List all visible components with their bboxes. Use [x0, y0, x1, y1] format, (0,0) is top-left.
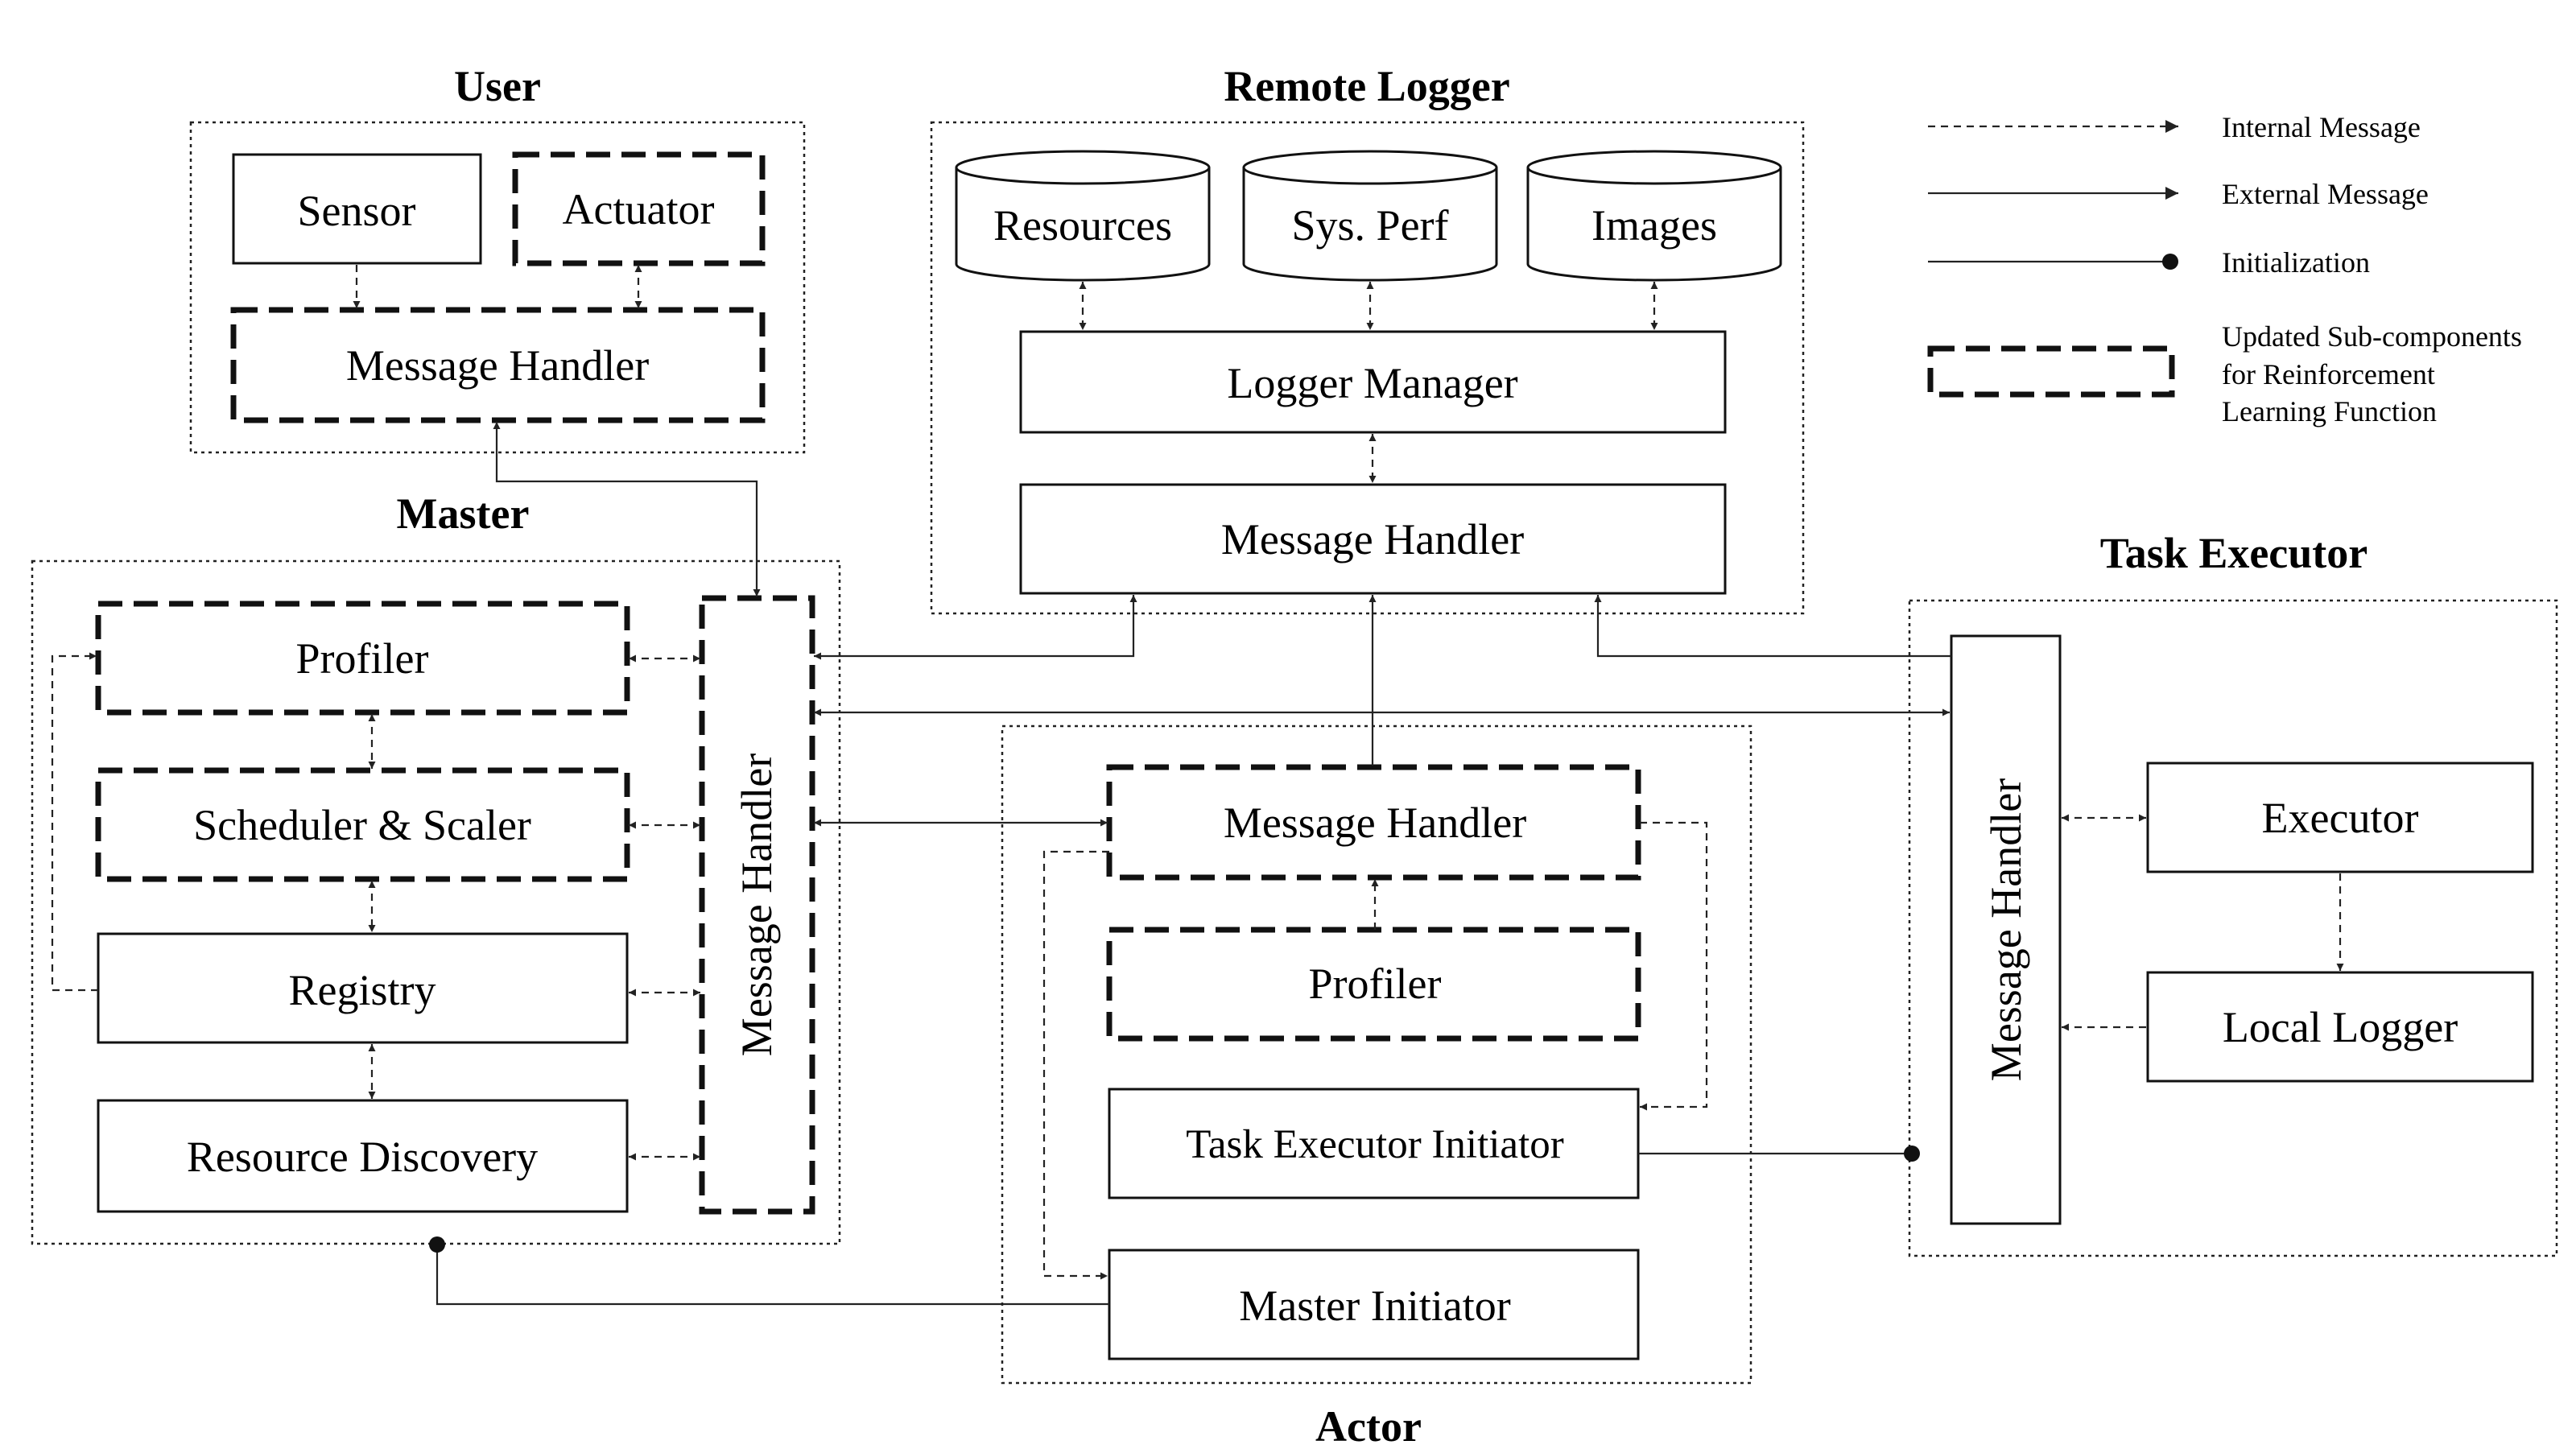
actor-profiler-box [1106, 927, 1641, 1042]
sensor-label: Sensor [298, 187, 416, 235]
user-master-external-message-line [493, 422, 761, 597]
legend-updated-line3: Learning Function [2222, 395, 2437, 427]
user-group-title: User [454, 62, 541, 110]
executor-box [2146, 762, 2534, 873]
logger-manager-box [1019, 330, 1727, 434]
remote-logger-message-handler-label: Message Handler [1221, 515, 1524, 564]
resource-discovery-box [97, 1099, 629, 1213]
resources-database [955, 150, 1211, 282]
actor-mh-to-te-initiator-arrow [1640, 821, 1708, 1111]
legend-internal-label: Internal Message [2222, 111, 2421, 143]
user-message-handler-label: Message Handler [346, 341, 649, 390]
legend-updated-line1: Updated Sub-components [2222, 320, 2522, 353]
master-initiator-label: Master Initiator [1239, 1282, 1510, 1330]
remote-logger-message-handler-box [1019, 483, 1727, 595]
scheduler-scaler-label: Scheduler & Scaler [193, 801, 531, 849]
task-executor-message-handler-label: Message Handler [1982, 778, 2030, 1081]
legend-updated-line2: for Reinforcement [2222, 358, 2435, 390]
master-profiler-box [95, 601, 630, 716]
resource-discovery-label: Resource Discovery [187, 1133, 538, 1181]
legend-init-label: Initialization [2222, 246, 2370, 279]
task-executor-group [1908, 599, 2558, 1257]
master-message-handler-box [699, 595, 815, 1215]
actor-message-handler-box [1106, 764, 1641, 881]
task-executor-message-handler-box [1950, 634, 2062, 1225]
master-group-title: Master [397, 489, 530, 538]
legend-external-label: External Message [2222, 178, 2429, 210]
scheduler-scaler-box [95, 767, 630, 882]
remote-logger-group [930, 121, 1805, 615]
master-to-remote-logger-line [814, 595, 1137, 660]
legend-updated-swatch [1927, 345, 2175, 398]
actor-group-title: Actor [1315, 1402, 1422, 1449]
task-executor-group-title: Task Executor [2100, 529, 2368, 577]
sys-perf-database [1242, 150, 1498, 282]
user-message-handler-box [230, 307, 766, 423]
images-label: Images [1591, 201, 1717, 250]
remote-logger-group-title: Remote Logger [1224, 62, 1509, 110]
images-database [1526, 150, 1782, 282]
actuator-box [512, 151, 766, 266]
task-executor-initiator-label: Task Executor Initiator [1186, 1122, 1563, 1167]
master-message-handler-label: Message Handler [733, 753, 781, 1056]
actuator-label: Actuator [563, 185, 715, 233]
actor-mh-to-master-initiator-arrow [1042, 850, 1109, 1280]
local-logger-box [2146, 971, 2534, 1083]
logger-manager-label: Logger Manager [1227, 359, 1517, 407]
actor-profiler-label: Profiler [1309, 960, 1442, 1008]
registry-box [97, 932, 629, 1044]
task-executor-to-remote-logger-line [1594, 595, 1951, 658]
registry-to-profiler-loop-arrow [51, 652, 98, 992]
user-group [189, 121, 806, 454]
registry-label: Registry [289, 966, 436, 1014]
master-profiler-label: Profiler [296, 634, 429, 683]
executor-label: Executor [2262, 794, 2419, 842]
resources-label: Resources [993, 201, 1172, 250]
actor-message-handler-label: Message Handler [1224, 799, 1526, 847]
sensor-box [232, 153, 482, 265]
sys-perf-label: Sys. Perf [1291, 201, 1448, 250]
local-logger-label: Local Logger [2223, 1003, 2458, 1051]
master-initiator-box [1108, 1249, 1640, 1360]
master-initiator-init-line [429, 1236, 1109, 1306]
task-executor-initiator-box [1108, 1088, 1640, 1199]
